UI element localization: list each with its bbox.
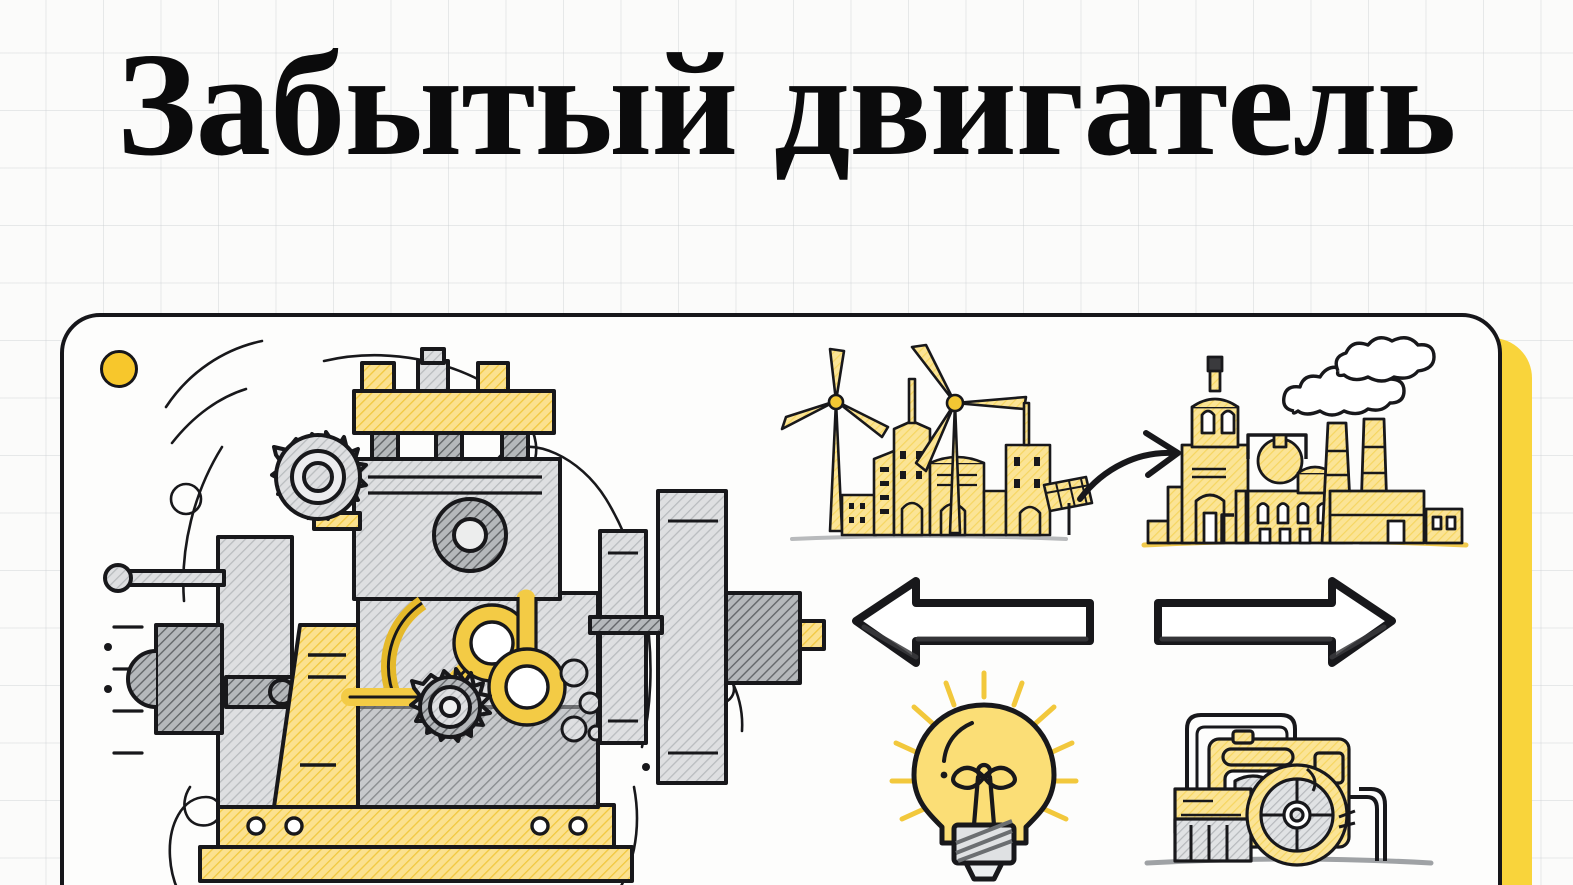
yellow-dot-icon: [100, 350, 138, 388]
light-bulb-icon: [874, 667, 1094, 885]
factory-illustration: [1134, 335, 1474, 570]
arrow-left-icon: [852, 575, 1094, 667]
curved-arrow-right-icon: [1074, 427, 1194, 517]
steam-engine-illustration: [103, 325, 826, 885]
page-title: Забытый двигатель: [117, 23, 1457, 187]
illustration-card: [60, 313, 1502, 885]
portable-generator-illustration: [1139, 685, 1439, 880]
green-city-illustration: [774, 335, 1094, 565]
arrow-right-icon: [1154, 575, 1396, 667]
page-header: Забытый двигатель: [0, 0, 1573, 210]
